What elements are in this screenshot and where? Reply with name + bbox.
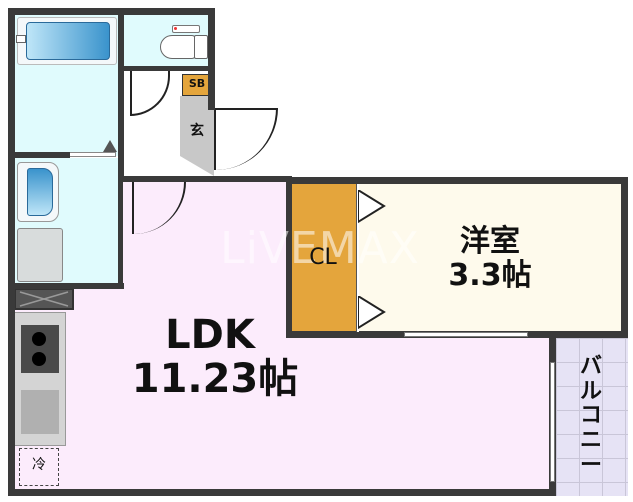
toilet-tank-panel	[172, 25, 200, 33]
wall-entrance-right	[208, 8, 215, 110]
wall-wash-right	[118, 176, 123, 288]
closet-door-top[interactable]	[358, 190, 388, 224]
balcony-label: バルコニー	[579, 354, 602, 478]
wall-wash-bottom	[8, 283, 124, 289]
washbasin-bowl	[27, 168, 53, 216]
ldk-name: LDK	[165, 312, 255, 358]
wall-room-top	[286, 177, 628, 184]
wall-entrance-bottom	[118, 176, 292, 182]
closet-door-bottom[interactable]	[358, 296, 388, 330]
western-room-size: 3.3帖	[448, 258, 532, 293]
balcony	[556, 338, 628, 496]
entrance-label: 玄	[190, 123, 204, 139]
wall-left	[8, 8, 15, 496]
wall-room-right	[621, 177, 628, 337]
watermark: LiVEMAX	[220, 223, 420, 274]
burner-icon	[32, 332, 46, 346]
closet-label: CL	[309, 245, 337, 270]
ldk-size: 11.23帖	[131, 356, 299, 402]
entrance-door[interactable]	[214, 108, 278, 170]
wall-toilet-bottom	[122, 66, 212, 71]
window-western-room[interactable]	[404, 332, 528, 337]
faucet-icon	[16, 35, 26, 43]
wall-bath-wash	[8, 152, 70, 158]
range-hood-x-icon	[19, 291, 69, 307]
closet	[290, 184, 356, 334]
door-triangle-icon	[103, 140, 117, 152]
shoe-box-label: SB	[188, 77, 206, 90]
closet-divider	[356, 184, 359, 332]
refrigerator-space	[19, 448, 59, 486]
western-room-name: 洋室	[460, 224, 520, 259]
bathtub-basin	[26, 22, 110, 60]
entrance-floor	[180, 96, 214, 176]
sink	[21, 390, 59, 434]
refrigerator-label: 冷	[32, 457, 46, 473]
bathroom-door[interactable]	[68, 152, 116, 157]
burner-icon	[32, 352, 46, 366]
wall-bath-toilet	[118, 8, 124, 180]
window-ldk-balcony[interactable]	[550, 362, 555, 482]
washing-machine-space	[17, 228, 63, 282]
wall-bottom	[8, 489, 556, 496]
wall-closet-left	[286, 177, 292, 337]
toilet-bowl	[160, 35, 196, 59]
western-room	[358, 184, 622, 334]
wall-top-left	[8, 8, 214, 15]
toilet-indicator	[174, 27, 177, 30]
toilet-tank	[194, 35, 208, 59]
